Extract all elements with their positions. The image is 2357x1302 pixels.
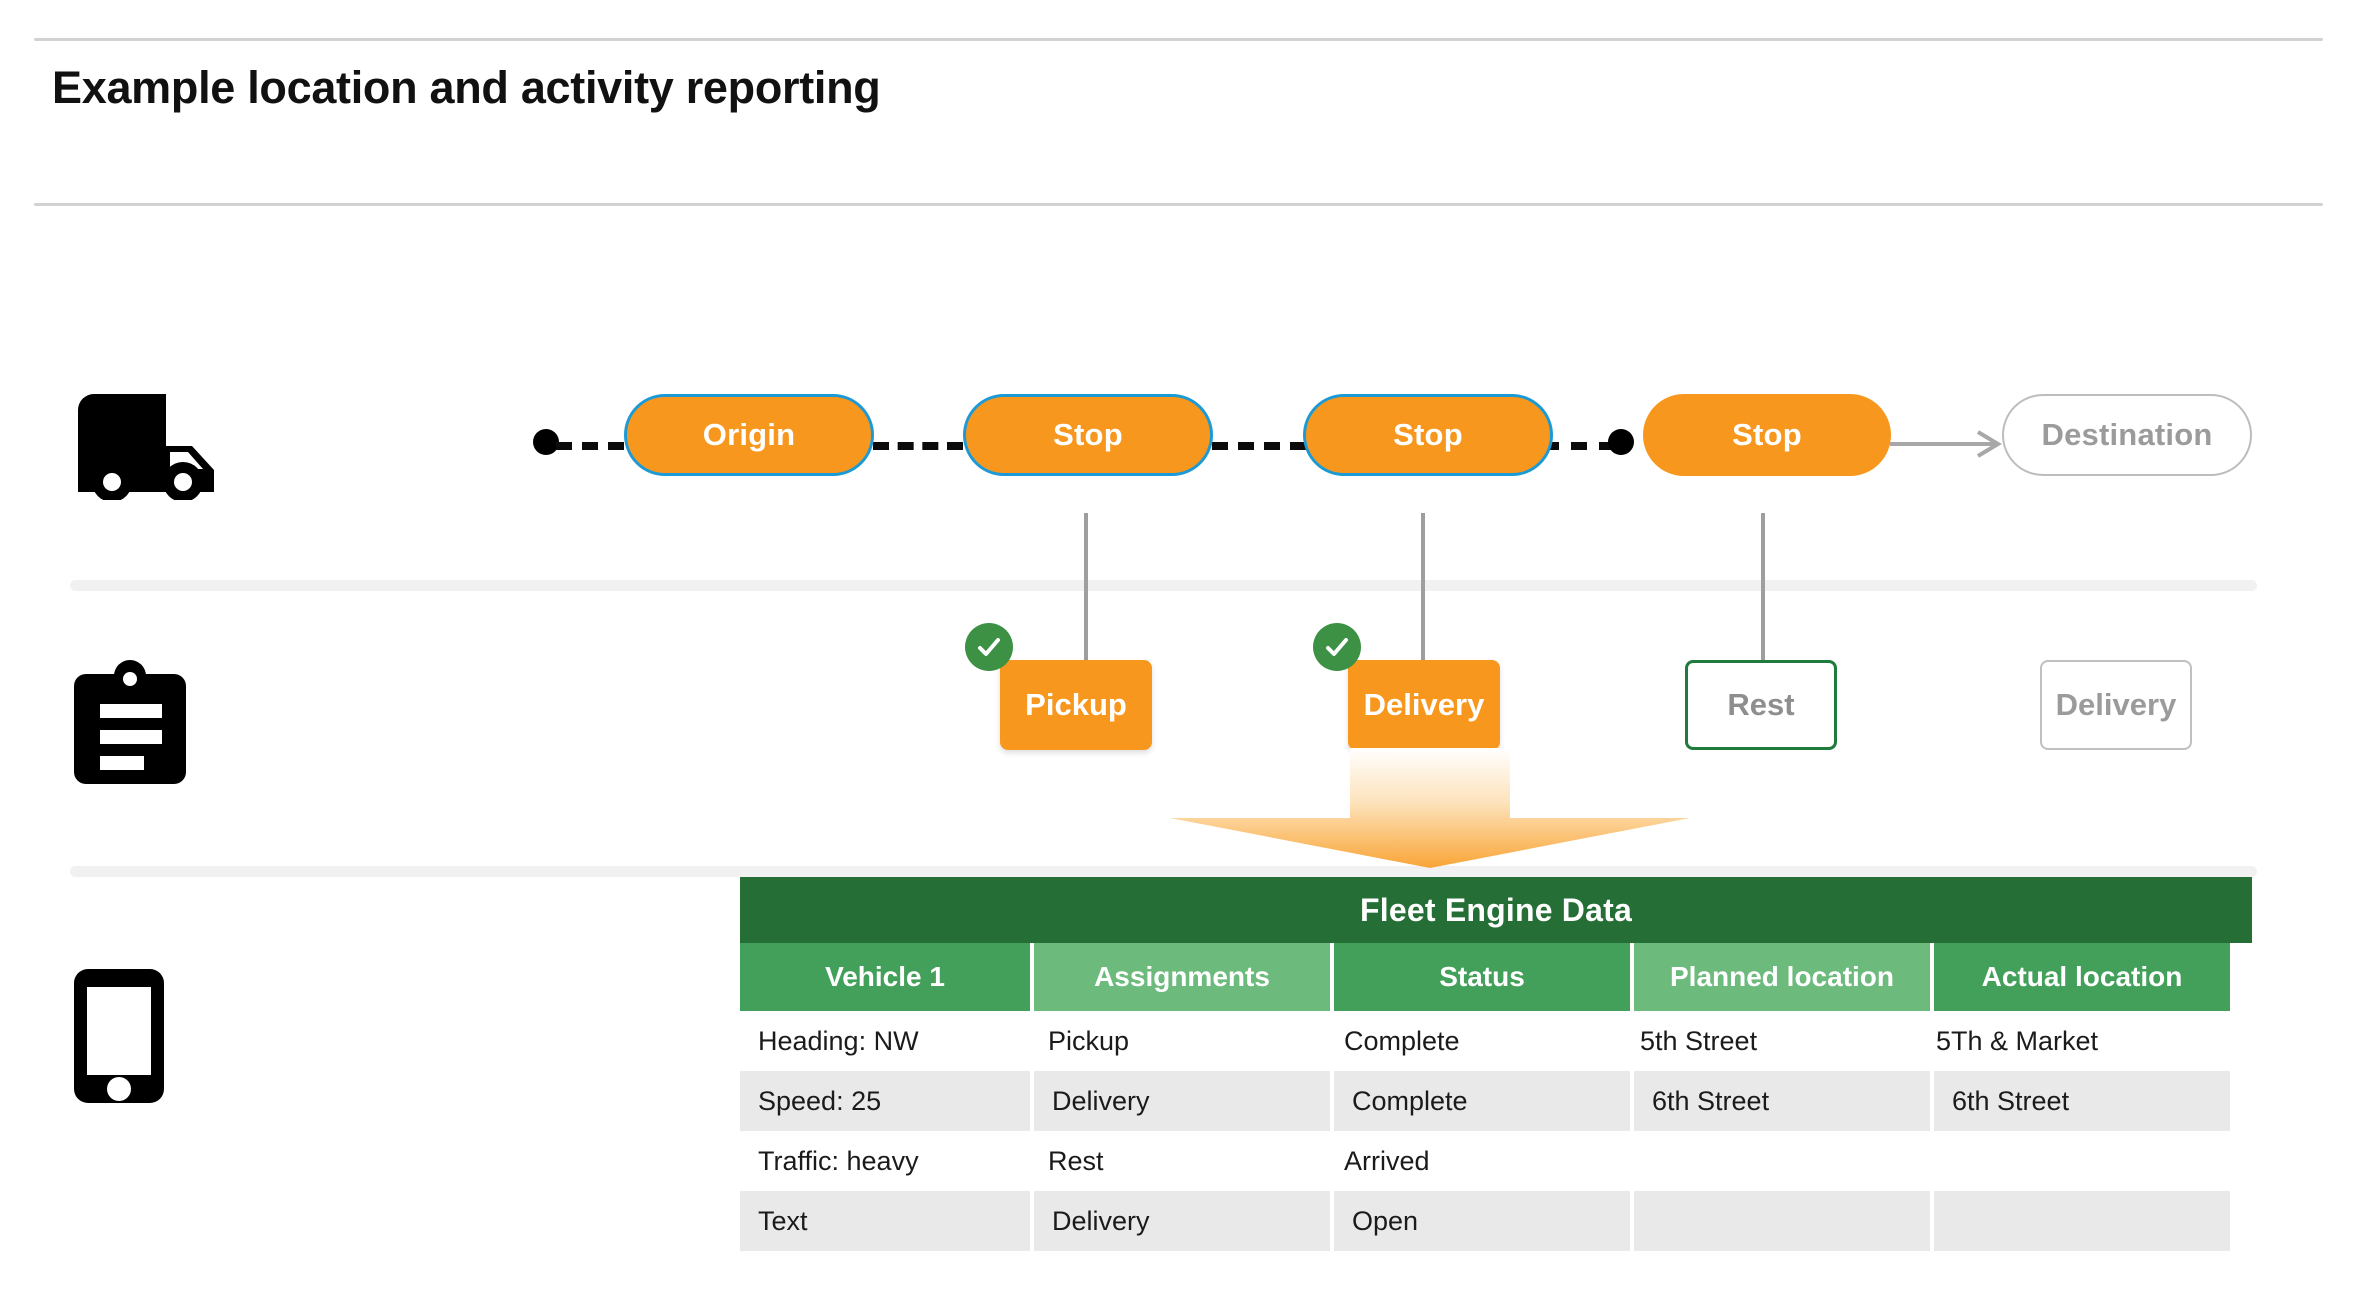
pickup-complete-check-icon bbox=[965, 623, 1013, 671]
table-row: Speed: 25 Delivery Complete 6th Street 6… bbox=[740, 1071, 2252, 1131]
activity-card-label: Rest bbox=[1727, 687, 1795, 722]
data-flow-arrow-icon bbox=[1170, 748, 1690, 868]
route-start-dot bbox=[533, 429, 559, 455]
connector-stop1-pickup bbox=[1084, 513, 1088, 665]
table-column-header-vehicle[interactable]: Vehicle 1 bbox=[740, 943, 1030, 1011]
table-cell: Arrived bbox=[1326, 1131, 1622, 1191]
table-cell: Traffic: heavy bbox=[740, 1131, 1030, 1191]
destination-arrow-icon bbox=[1890, 430, 2002, 458]
top-divider bbox=[34, 38, 2323, 41]
route-node-origin[interactable]: Origin bbox=[624, 394, 874, 476]
table-title: Fleet Engine Data bbox=[740, 877, 2252, 943]
connector-stop2-delivery bbox=[1421, 513, 1425, 665]
table-column-header-actual-location[interactable]: Actual location bbox=[1934, 943, 2230, 1011]
table-cell: Complete bbox=[1334, 1071, 1630, 1131]
table-cell: Rest bbox=[1030, 1131, 1326, 1191]
table-cell: 6th Street bbox=[1934, 1071, 2230, 1131]
table-cell: Pickup bbox=[1030, 1011, 1326, 1071]
truck-icon bbox=[70, 390, 222, 505]
table-cell: 6th Street bbox=[1634, 1071, 1930, 1131]
activity-card-pickup[interactable]: Pickup bbox=[1000, 660, 1152, 750]
route-dash-1 bbox=[556, 442, 624, 450]
table-cell bbox=[1634, 1191, 1930, 1251]
route-dash-4 bbox=[1543, 442, 1615, 450]
clipboard-icon bbox=[70, 660, 190, 793]
table-row: Text Delivery Open bbox=[740, 1191, 2252, 1251]
table-cell: Delivery bbox=[1034, 1071, 1330, 1131]
table-cell: 5th Street bbox=[1622, 1011, 1918, 1071]
route-node-label: Stop bbox=[1393, 417, 1463, 452]
table-cell bbox=[1918, 1131, 2214, 1191]
smartphone-icon bbox=[70, 965, 168, 1112]
route-node-dot bbox=[1608, 429, 1634, 455]
page-title: Example location and activity reporting bbox=[52, 62, 881, 113]
activity-card-delivery-pending[interactable]: Delivery bbox=[2040, 660, 2192, 750]
table-cell: 5Th & Market bbox=[1918, 1011, 2214, 1071]
fleet-engine-data-table: Fleet Engine Data Vehicle 1 Assignments … bbox=[740, 877, 2252, 1251]
table-row: Traffic: heavy Rest Arrived bbox=[740, 1131, 2252, 1191]
title-divider bbox=[34, 203, 2323, 206]
row-divider-route-activity bbox=[70, 580, 2257, 591]
activity-card-label: Delivery bbox=[1363, 687, 1485, 722]
table-column-header-assignments[interactable]: Assignments bbox=[1034, 943, 1330, 1011]
table-cell bbox=[1622, 1131, 1918, 1191]
route-node-stop-3[interactable]: Stop bbox=[1643, 394, 1891, 476]
row-divider-activity-data bbox=[70, 866, 2257, 877]
route-node-label: Origin bbox=[702, 417, 796, 452]
table-cell: Delivery bbox=[1034, 1191, 1330, 1251]
route-node-label: Destination bbox=[2041, 417, 2213, 452]
table-cell: Open bbox=[1334, 1191, 1630, 1251]
connector-stop3-rest bbox=[1761, 513, 1765, 660]
activity-card-delivery-completed[interactable]: Delivery bbox=[1348, 660, 1500, 750]
table-cell: Heading: NW bbox=[740, 1011, 1030, 1071]
delivery-complete-check-icon bbox=[1313, 623, 1361, 671]
route-node-label: Stop bbox=[1732, 417, 1802, 452]
route-node-label: Stop bbox=[1053, 417, 1123, 452]
table-cell: Text bbox=[740, 1191, 1030, 1251]
table-cell bbox=[1934, 1191, 2230, 1251]
activity-card-label: Delivery bbox=[2055, 687, 2177, 722]
activity-card-label: Pickup bbox=[1025, 687, 1127, 722]
route-node-destination[interactable]: Destination bbox=[2002, 394, 2252, 476]
route-dash-2 bbox=[873, 442, 963, 450]
route-node-stop-2[interactable]: Stop bbox=[1303, 394, 1553, 476]
table-cell: Complete bbox=[1326, 1011, 1622, 1071]
route-node-stop-1[interactable]: Stop bbox=[963, 394, 1213, 476]
activity-card-rest[interactable]: Rest bbox=[1685, 660, 1837, 750]
route-dash-3 bbox=[1212, 442, 1306, 450]
table-row: Heading: NW Pickup Complete 5th Street 5… bbox=[740, 1011, 2252, 1071]
table-header-row: Vehicle 1 Assignments Status Planned loc… bbox=[740, 943, 2252, 1011]
table-column-header-planned-location[interactable]: Planned location bbox=[1634, 943, 1930, 1011]
table-cell: Speed: 25 bbox=[740, 1071, 1030, 1131]
table-column-header-status[interactable]: Status bbox=[1334, 943, 1630, 1011]
